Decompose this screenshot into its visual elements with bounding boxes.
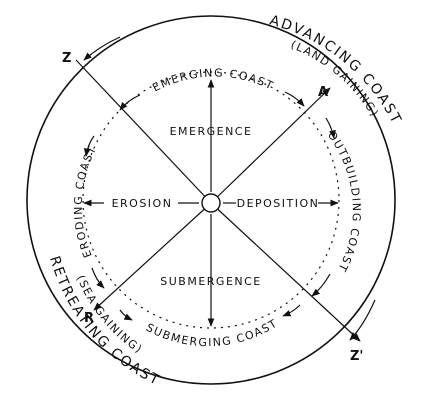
axis-to-z-prime (210, 202, 361, 342)
label-emerging-coast-path: EMERGING COAST (150, 66, 274, 94)
label-emergence: EMERGENCE (170, 125, 253, 138)
advancing-arc-arrow-to-z (83, 36, 121, 61)
axis-to-a (210, 87, 331, 204)
inner-coast-ring (82, 71, 340, 329)
label-erosion: EROSION (112, 197, 173, 210)
label-deposition: DEPOSITION (237, 197, 320, 210)
point-z-prime: Z' (350, 349, 363, 364)
point-a: A (318, 85, 328, 100)
retreating-arc-arrow-to-z-prime (349, 299, 376, 341)
label-outbuilding-coast: OUTBUILDING COAST (325, 129, 363, 275)
label-submerging-coast-path: SUBMERGING COAST (144, 316, 279, 349)
label-outbuilding-coast-path: OUTBUILDING COAST (325, 129, 362, 275)
axis-to-r (93, 202, 212, 311)
emerging-arrow-left (119, 94, 141, 111)
submerging-arrow-right (282, 304, 301, 317)
emerging-arrow-right (284, 91, 305, 107)
label-submergence: SUBMERGENCE (160, 275, 262, 288)
outbuilding-arrow-top (325, 117, 336, 139)
submerging-arrow-left (119, 309, 133, 321)
center-circle (201, 193, 221, 213)
outer-coast-circle (26, 15, 396, 385)
axis-to-z (75, 59, 212, 204)
point-z: Z (62, 51, 71, 66)
eroding-arrow-bottom (91, 267, 105, 289)
outbuilding-arrow-bottom (311, 273, 331, 297)
label-eroding-coast: ERODING COAST (72, 143, 100, 260)
label-emerging-coast: EMERGING COAST (150, 66, 276, 94)
label-eroding-coast-path: ERODING COAST (72, 143, 98, 260)
label-submerging-coast: SUBMERGING COAST (144, 316, 280, 349)
eroding-arrow-top (83, 135, 95, 157)
point-r: R (84, 311, 94, 326)
